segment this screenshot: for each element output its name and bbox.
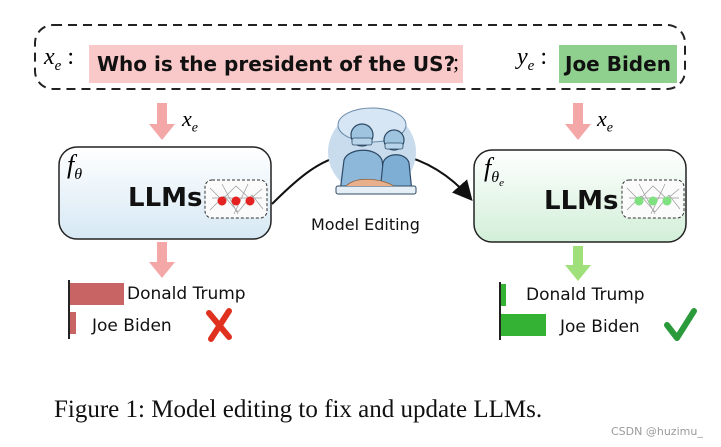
right-llms-label: LLMs xyxy=(544,186,619,216)
left-llms-label: LLMs xyxy=(128,183,203,213)
right-node xyxy=(648,196,658,206)
left-node xyxy=(245,196,255,206)
left-node xyxy=(217,196,227,206)
right-input-arrow xyxy=(565,103,591,140)
answer-box: Joe Biden xyxy=(559,45,677,83)
right-output-arrow xyxy=(565,246,591,281)
left-bar-label-1: Joe Biden xyxy=(92,316,172,336)
right-bar-label-0: Donald Trump xyxy=(526,285,645,305)
left-input-arrow xyxy=(149,103,175,140)
left-input-label: xe xyxy=(182,106,198,136)
x-variable: xe : xyxy=(44,44,74,74)
model-editing-label: Model Editing xyxy=(311,215,420,234)
question-box: Who is the president of the US? xyxy=(89,45,464,83)
check-icon xyxy=(664,308,697,341)
left-bar-0 xyxy=(70,283,124,305)
question-text: Who is the president of the US? xyxy=(97,52,456,76)
semicolon: ; xyxy=(453,49,460,74)
left-node xyxy=(231,196,241,206)
figure-caption: Figure 1: Model editing to fix and updat… xyxy=(54,396,543,423)
right-model-function: fθe xyxy=(484,153,504,190)
y-variable: ye : xyxy=(517,44,547,74)
left-bar-label-0: Donald Trump xyxy=(127,284,246,304)
left-bar-1 xyxy=(70,312,76,334)
watermark: CSDN @huzimu_ xyxy=(611,425,703,438)
surgeons-icon xyxy=(328,107,417,195)
right-bar-label-1: Joe Biden xyxy=(560,317,640,337)
right-node xyxy=(662,196,672,206)
right-bar-1 xyxy=(501,314,546,336)
cross-icon xyxy=(206,308,232,342)
left-model-function: fθ xyxy=(67,150,83,184)
answer-text: Joe Biden xyxy=(565,52,671,76)
right-input-label: xe xyxy=(597,106,613,136)
input-frame xyxy=(34,24,686,90)
left-output-arrow xyxy=(149,242,175,278)
right-node xyxy=(634,196,644,206)
right-bar-0 xyxy=(501,284,506,306)
